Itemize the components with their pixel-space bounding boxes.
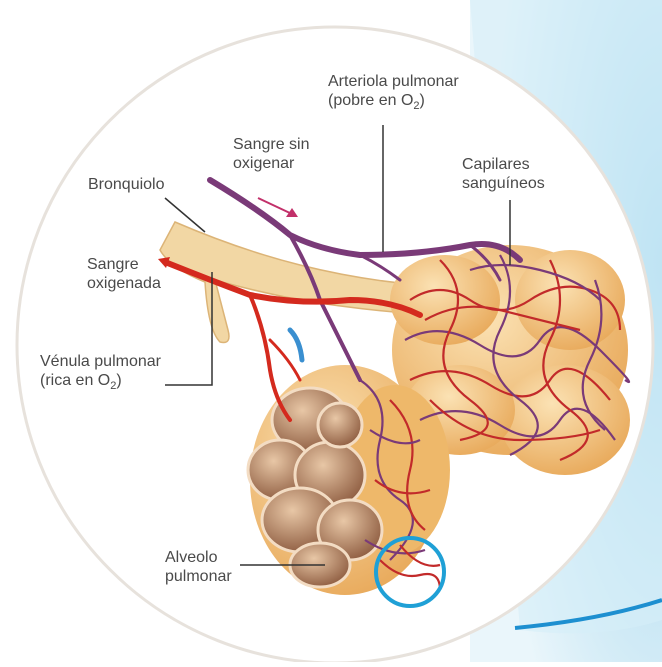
label-capilares-line2: sanguíneos (462, 174, 545, 193)
label-bronquiolo-text: Bronquiolo (88, 176, 165, 193)
label-sangre-oxigenada: Sangre oxigenada (87, 255, 161, 293)
label-bronquiolo: Bronquiolo (88, 175, 165, 194)
label-venula-close: ) (116, 372, 121, 389)
label-arteriola-line1: Arteriola pulmonar (328, 72, 459, 91)
label-sangre-oxi-line2: oxigenada (87, 274, 161, 293)
label-alveolo-pulmonar: Alveolo pulmonar (165, 548, 232, 586)
label-arteriola-close: ) (420, 92, 425, 109)
label-alveolo-line1: Alveolo (165, 548, 232, 567)
label-venula-line1: Vénula pulmonar (40, 352, 161, 371)
label-capilares-line1: Capilares (462, 155, 545, 174)
label-arteriola-text: (pobre en O (328, 92, 413, 109)
label-arteriola-line2: (pobre en O2) (328, 91, 459, 116)
label-alveolo-line2: pulmonar (165, 567, 232, 586)
label-venula-text: (rica en O (40, 372, 110, 389)
label-sangre-oxi-line1: Sangre (87, 255, 161, 274)
label-capilares-sanguineos: Capilares sanguíneos (462, 155, 545, 193)
label-venula-line2: (rica en O2) (40, 371, 161, 396)
label-sangre-sin-line1: Sangre sin (233, 135, 310, 154)
label-venula-pulmonar: Vénula pulmonar (rica en O2) (40, 352, 161, 396)
label-arteriola-pulmonar: Arteriola pulmonar (pobre en O2) (328, 72, 459, 116)
label-sangre-sin-line2: oxigenar (233, 154, 310, 173)
label-sangre-sin-oxigenar: Sangre sin oxigenar (233, 135, 310, 173)
